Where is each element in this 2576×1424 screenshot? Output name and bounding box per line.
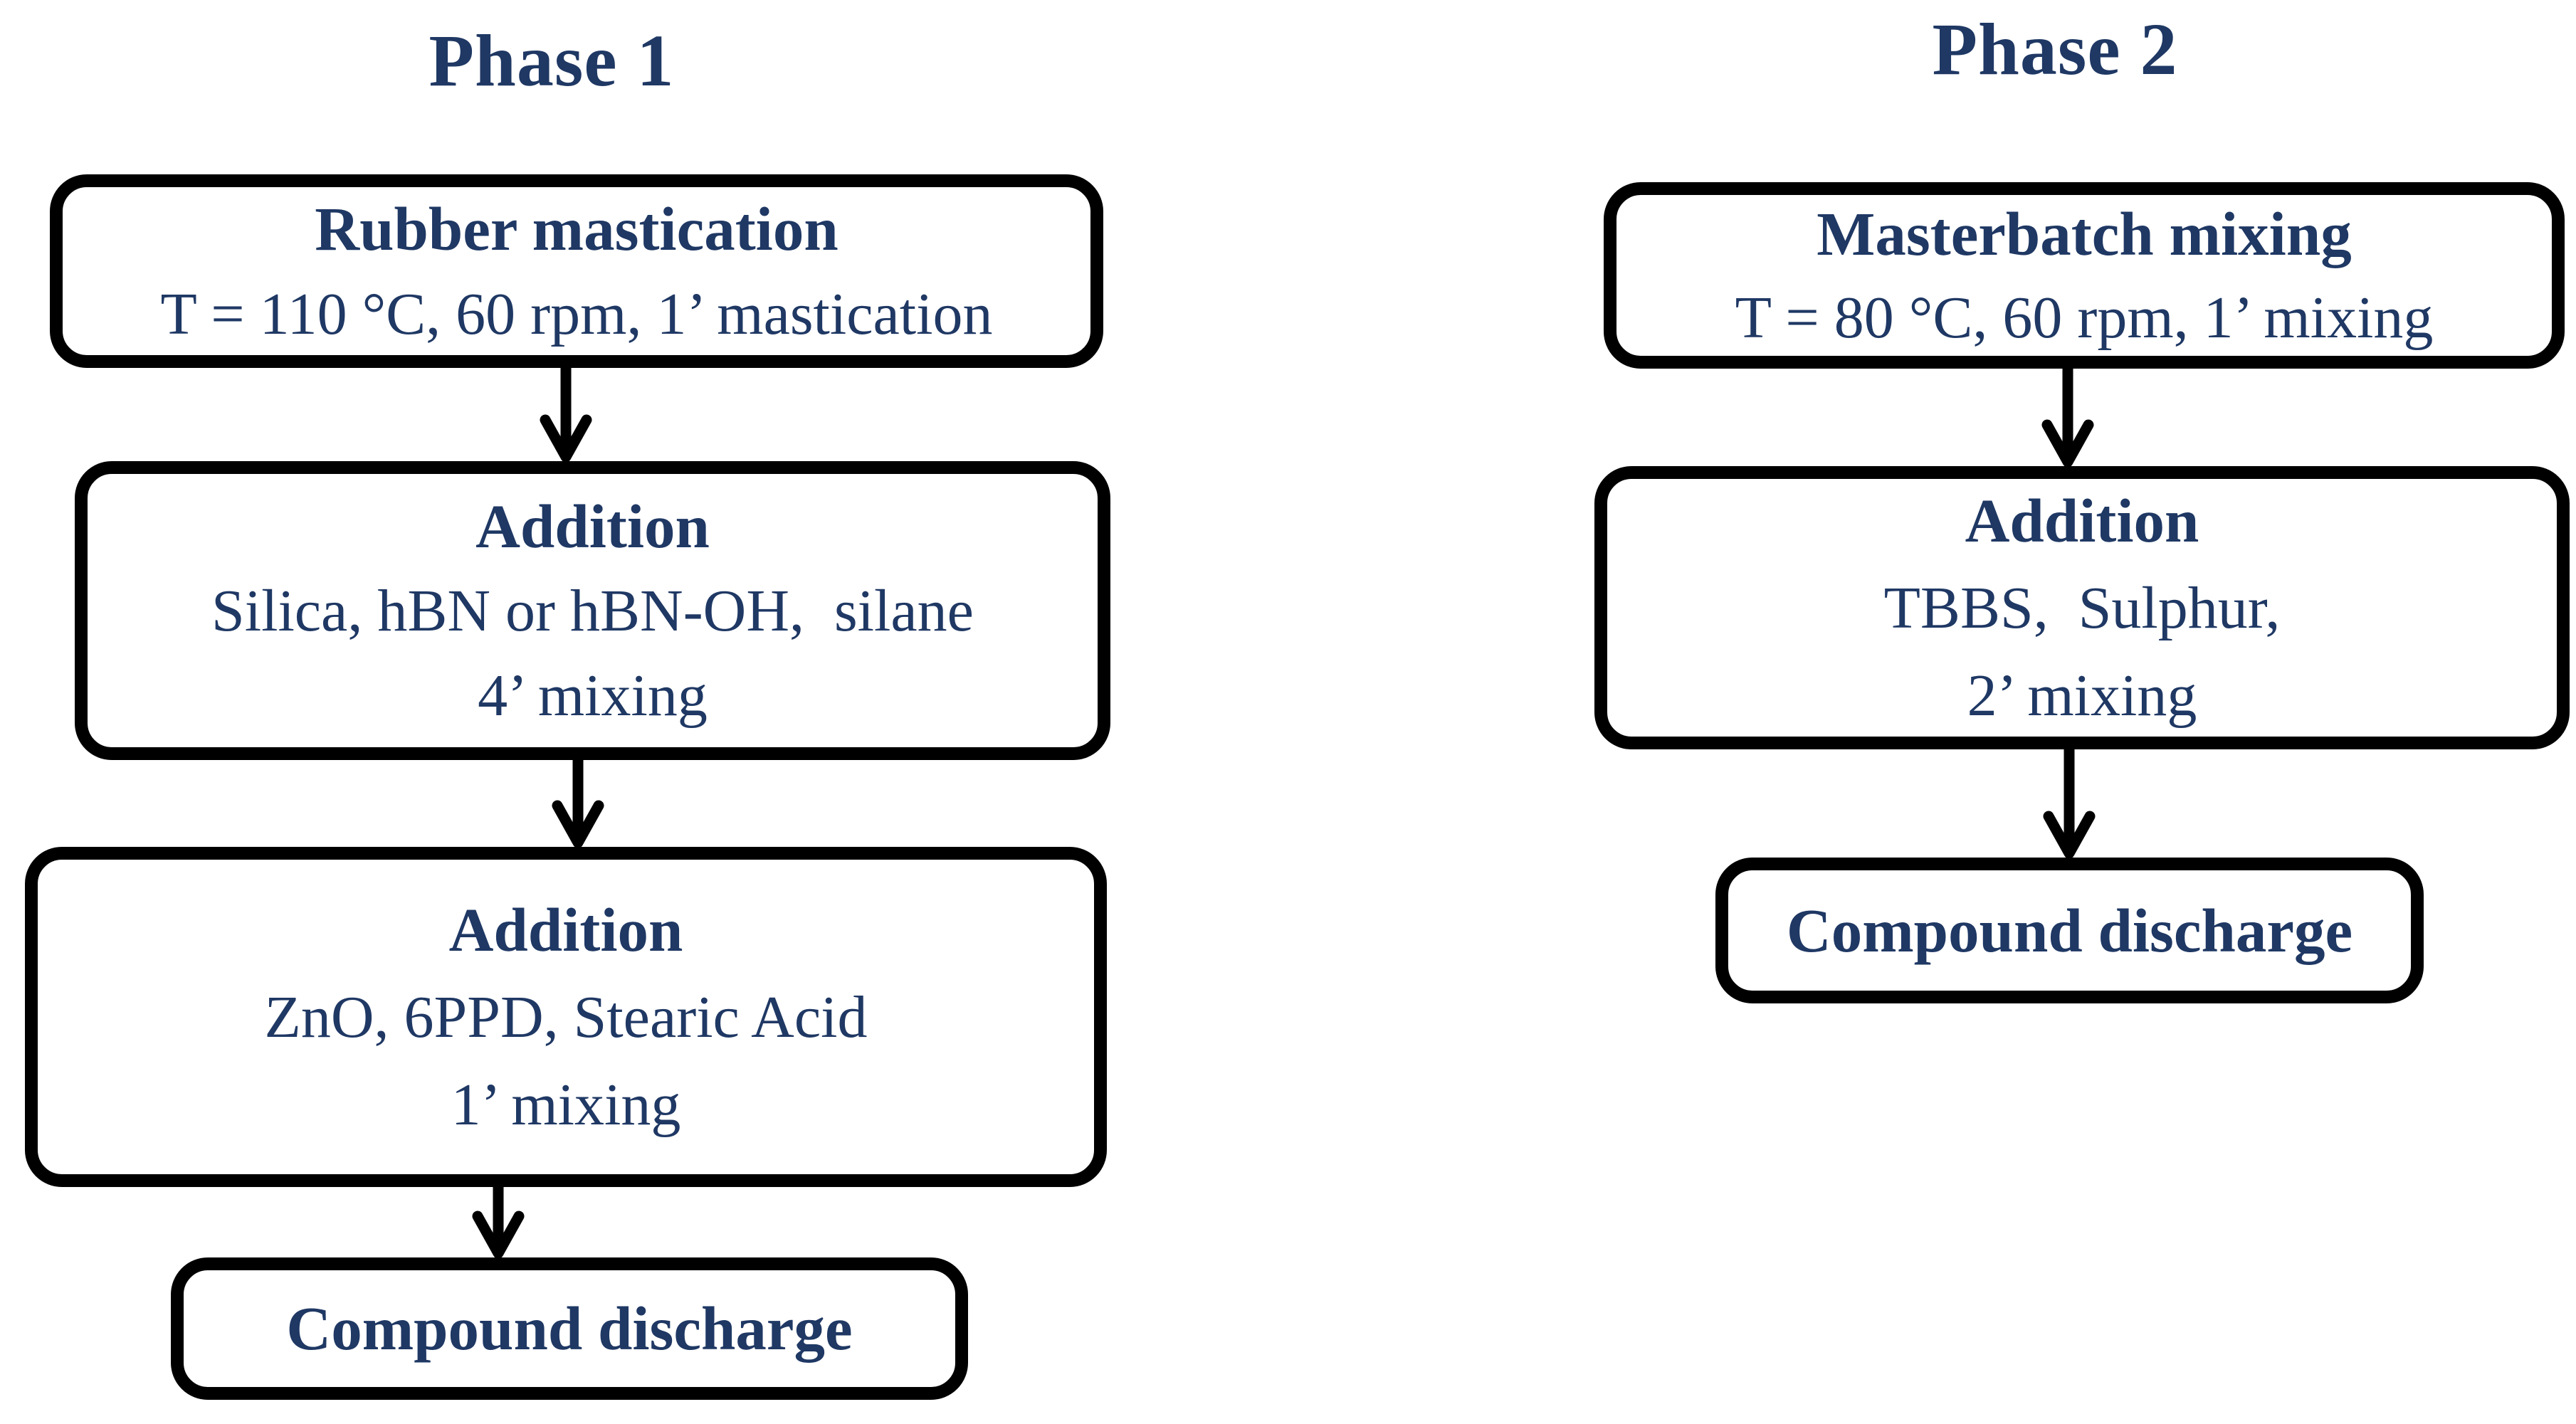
phase2-arrow-2 <box>2037 747 2101 860</box>
step-detail: 1’ mixing <box>451 1071 681 1138</box>
step-detail: TBBS, Sulphur, <box>1883 575 2281 642</box>
phase1-step-rubber-mastication: Rubber mastication T = 110 °C, 60 rpm, 1… <box>50 174 1103 368</box>
step-detail: T = 110 °C, 60 rpm, 1’ mastication <box>160 280 993 347</box>
phase2-arrow-1 <box>2036 366 2100 469</box>
step-header: Masterbatch mixing <box>1817 199 2352 268</box>
step-header: Rubber mastication <box>315 194 838 263</box>
phase2-step-addition-curatives: Addition TBBS, Sulphur, 2’ mixing <box>1594 466 2570 749</box>
step-header: Compound discharge <box>286 1294 853 1364</box>
phase1-arrow-1 <box>534 365 598 464</box>
step-detail: ZnO, 6PPD, Stearic Acid <box>264 984 868 1051</box>
phase1-arrow-3 <box>466 1183 530 1260</box>
phase2-step-compound-discharge: Compound discharge <box>1715 858 2424 1003</box>
phase1-step-addition-additives: Addition ZnO, 6PPD, Stearic Acid 1’ mixi… <box>25 847 1107 1187</box>
step-header: Compound discharge <box>1786 895 2353 965</box>
step-header: Addition <box>475 491 710 561</box>
step-detail: T = 80 °C, 60 rpm, 1’ mixing <box>1735 284 2434 351</box>
phase1-arrow-2 <box>546 757 610 850</box>
step-header: Addition <box>1965 485 2199 555</box>
phase2-title: Phase 2 <box>1932 9 2178 90</box>
step-detail: 4’ mixing <box>478 662 708 729</box>
phase2-step-masterbatch-mixing: Masterbatch mixing T = 80 °C, 60 rpm, 1’… <box>1604 182 2565 369</box>
step-detail: Silica, hBN or hBN-OH, silane <box>211 578 974 645</box>
phase1-step-compound-discharge: Compound discharge <box>171 1257 968 1400</box>
step-header: Addition <box>448 895 683 964</box>
phase1-title: Phase 1 <box>429 20 675 102</box>
step-detail: 2’ mixing <box>1967 662 2197 729</box>
phase1-step-addition-fillers: Addition Silica, hBN or hBN-OH, silane 4… <box>75 461 1110 760</box>
